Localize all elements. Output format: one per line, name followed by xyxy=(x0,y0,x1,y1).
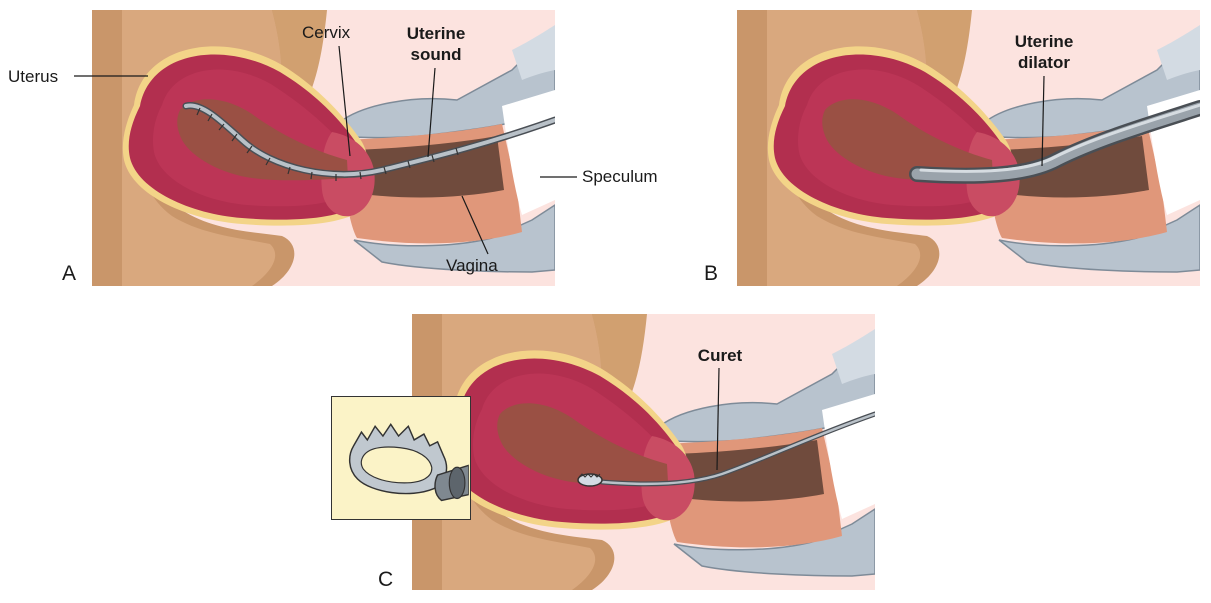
panel-b-illustration xyxy=(737,10,1200,286)
cervix-label: Cervix xyxy=(302,23,351,42)
uterus-label: Uterus xyxy=(8,67,59,86)
uterine-dilator-label-line1: Uterine xyxy=(1014,32,1074,51)
speculum-label: Speculum xyxy=(582,167,658,186)
curet-tip xyxy=(577,473,603,487)
uterine-sound-label-line1: Uterine xyxy=(406,24,466,43)
panel-c-letter: C xyxy=(378,568,394,591)
curet-detail-inset xyxy=(331,396,471,520)
vagina-label: Vagina xyxy=(446,256,498,275)
curet-detail-drawing xyxy=(332,397,469,518)
curet-label: Curet xyxy=(697,346,743,365)
panel-a-letter: A xyxy=(62,262,77,285)
sound-graduation-marks xyxy=(196,107,459,181)
uterine-sound-label: Uterine sound xyxy=(396,23,476,65)
uterine-sound-label-line2: sound xyxy=(410,45,462,64)
panel-c-illustration xyxy=(412,314,875,590)
panel-a-illustration xyxy=(92,10,555,286)
uterine-dilator-label-line2: dilator xyxy=(1018,53,1070,72)
panel-b-letter: B xyxy=(704,262,719,285)
uterine-dilator-label: Uterine dilator xyxy=(1004,31,1084,73)
